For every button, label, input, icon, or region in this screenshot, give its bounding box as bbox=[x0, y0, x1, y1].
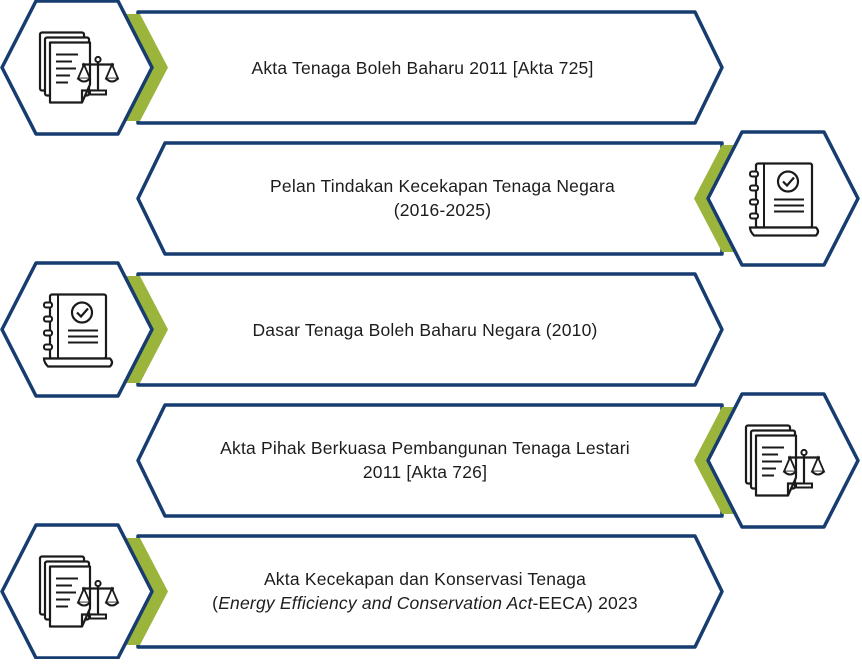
olive-chevron-3 bbox=[120, 276, 168, 383]
item-5-paren-open: ( bbox=[212, 593, 219, 613]
banner-4 bbox=[136, 403, 724, 518]
policy-book-check-icon bbox=[42, 293, 114, 368]
item-1-text: Akta Tenaga Boleh Baharu 2011 [Akta 725] bbox=[251, 58, 594, 78]
item-3-text: Dasar Tenaga Boleh Baharu Negara (2010) bbox=[252, 320, 598, 340]
olive-chevron-5 bbox=[120, 538, 168, 645]
item-2-label: Pelan Tindakan Kecekapan Tenaga Negara (… bbox=[180, 174, 705, 222]
item-5-label: Akta Kecekapan dan Konservasi Tenaga (En… bbox=[160, 567, 690, 615]
item-1-label: Akta Tenaga Boleh Baharu 2011 [Akta 725] bbox=[170, 44, 675, 92]
item-2-text-line2: (2016-2025) bbox=[393, 200, 492, 220]
item-3-label: Dasar Tenaga Boleh Baharu Negara (2010) bbox=[160, 306, 690, 354]
olive-chevron-1 bbox=[120, 14, 168, 121]
item-4-label: Akta Pihak Berkuasa Pembangunan Tenaga L… bbox=[170, 436, 680, 484]
item-5-italic-english: Energy Efficiency and Conservation Act bbox=[218, 593, 533, 613]
item-5-text-line1: Akta Kecekapan dan Konservasi Tenaga bbox=[263, 569, 587, 589]
olive-chevron-2 bbox=[694, 145, 742, 252]
item-5-text-line2: (Energy Efficiency and Conservation Act-… bbox=[212, 591, 638, 615]
item-2-text-line1: Pelan Tindakan Kecekapan Tenaga Negara bbox=[270, 176, 615, 196]
policy-book-check-icon bbox=[748, 162, 820, 237]
banner-2 bbox=[136, 141, 724, 256]
item-4-text-line2: 2011 [Akta 726] bbox=[362, 462, 488, 482]
item-4-text-line1: Akta Pihak Berkuasa Pembangunan Tenaga L… bbox=[220, 438, 630, 458]
olive-chevron-4 bbox=[694, 407, 742, 514]
item-5-suffix: -EECA) 2023 bbox=[532, 593, 638, 613]
